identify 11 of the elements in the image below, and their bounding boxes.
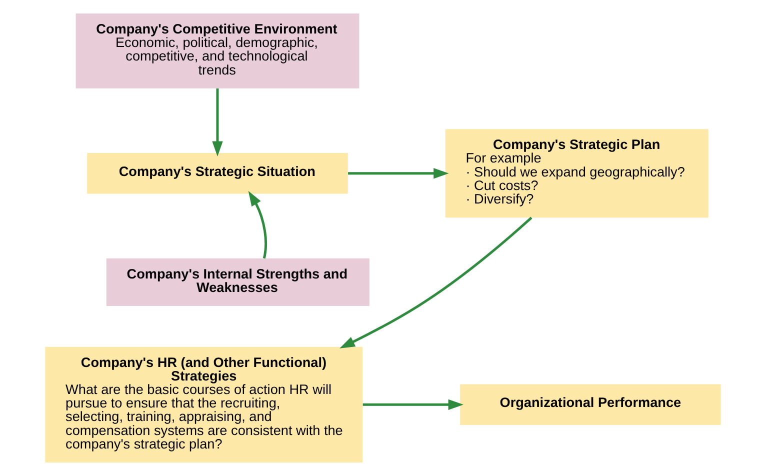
arrow <box>212 88 223 156</box>
arrow <box>248 190 268 258</box>
node-box: Company's HR (and Other Functional) Strategies What are the basic courses of action HR will pursue to ensure that the recruiting, selecting, training, appraising, and compensation systems are consistent with the company's strategic plan? <box>45 346 363 462</box>
arrow <box>348 168 449 178</box>
node-box: Company's Internal Strengths and Weaknesses <box>106 258 370 306</box>
node-box: Organizational Performance <box>460 384 721 425</box>
arrow <box>340 216 532 348</box>
node-box: Company's Competitive Environment Economic, political, demographic, competitive, and technological trends <box>76 13 360 88</box>
node-box: Company's Strategic Plan For example · Should we expand geographically? · Cut costs? · Diversify? <box>445 128 708 218</box>
node-box: Company's Strategic Situation <box>87 152 348 194</box>
arrow <box>362 398 464 410</box>
